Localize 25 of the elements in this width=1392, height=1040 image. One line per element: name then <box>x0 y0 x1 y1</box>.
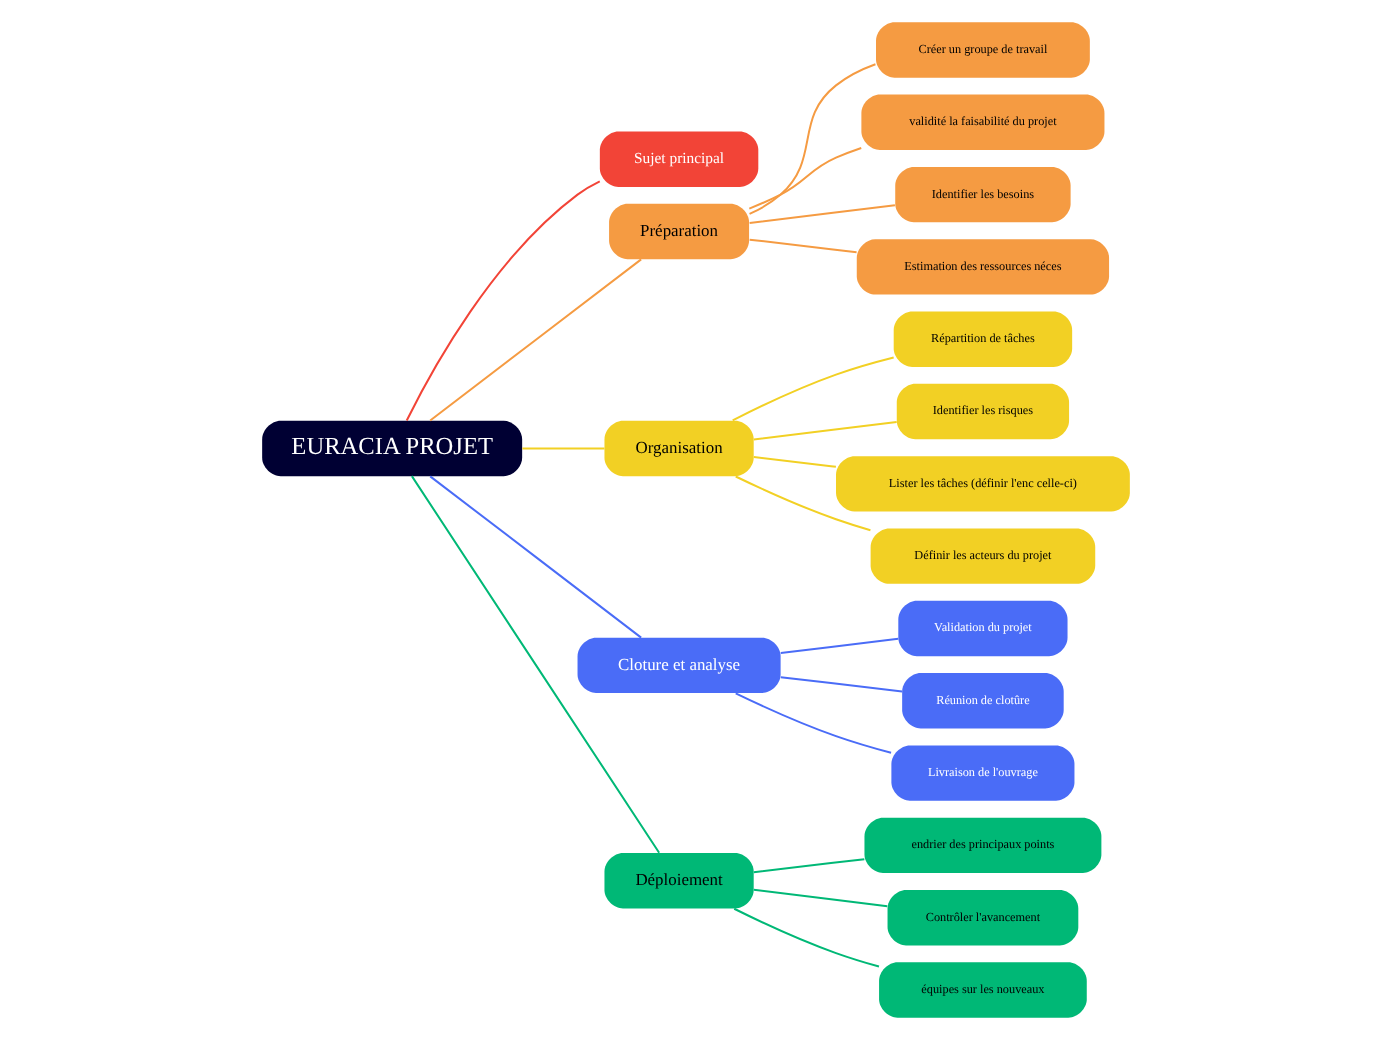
connector <box>733 907 880 968</box>
connector <box>731 356 895 422</box>
connector <box>521 447 606 450</box>
node-box: EURACIA PROJET <box>262 420 523 477</box>
node-box: Sujet principal <box>599 131 759 187</box>
connector <box>734 692 893 754</box>
connector <box>748 63 877 215</box>
connector <box>748 204 896 225</box>
connector <box>429 475 643 639</box>
connector <box>748 147 863 210</box>
connector <box>779 637 900 655</box>
connector <box>752 456 837 468</box>
connector <box>429 258 643 422</box>
connector <box>779 676 904 693</box>
connector <box>752 420 898 441</box>
node-box: Cloture et analyse <box>577 637 781 694</box>
connector <box>752 858 866 874</box>
node-box: Déploiement <box>604 853 754 909</box>
connector <box>405 180 601 422</box>
node-box: Préparation <box>609 203 750 260</box>
connector <box>748 238 858 254</box>
connector <box>410 475 661 854</box>
node-box: Organisation <box>604 420 754 477</box>
connector <box>752 888 889 908</box>
connector <box>734 475 872 532</box>
